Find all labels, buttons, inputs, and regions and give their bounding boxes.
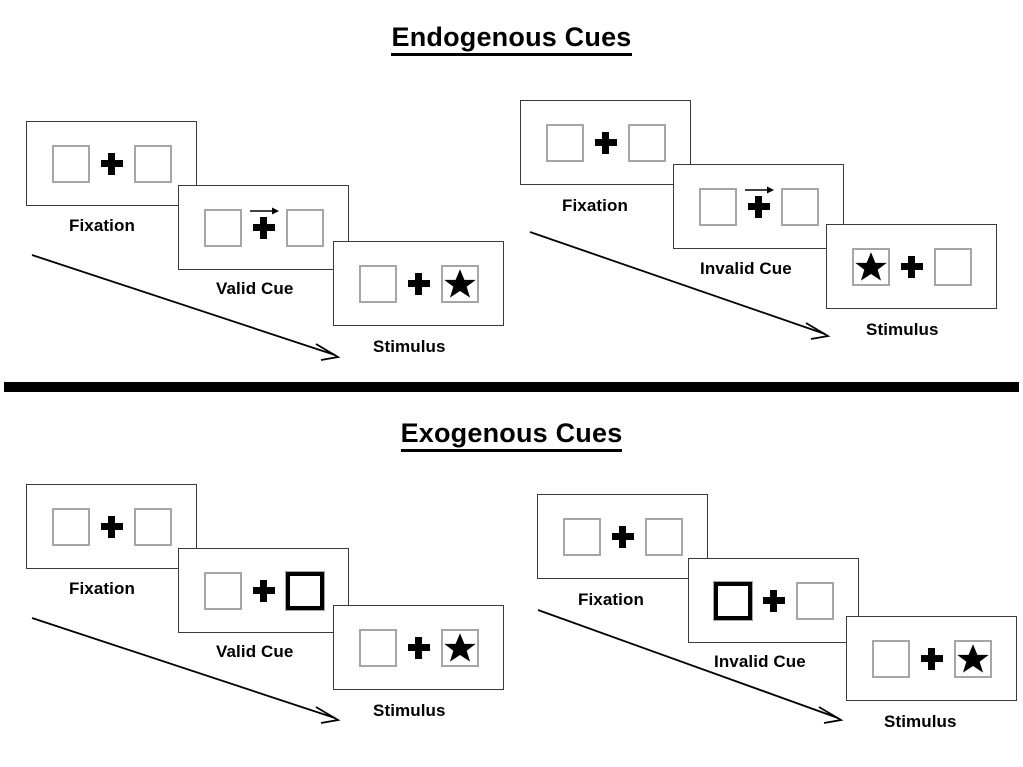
fixation-cross-wrap — [90, 141, 134, 187]
frame-content — [358, 261, 479, 307]
placeholder-box-right[interactable] — [627, 123, 666, 162]
placeholder-box-left[interactable] — [358, 628, 397, 667]
fixation-cross-wrap — [910, 636, 954, 682]
placeholder-box-left[interactable] — [712, 580, 753, 621]
section-divider — [4, 382, 1019, 392]
plus-icon — [407, 272, 430, 295]
fixation-cross-wrap — [397, 261, 441, 307]
placeholder-box-right[interactable] — [285, 208, 324, 247]
frame-content — [712, 578, 834, 624]
fixation-cross-wrap — [242, 205, 286, 251]
caption-endogenous-valid-cue: Valid Cue — [216, 279, 294, 298]
plus-icon — [252, 216, 275, 239]
placeholder-box-right[interactable] — [440, 264, 479, 303]
caption-endogenous-invalid-fixation: Fixation — [562, 196, 628, 215]
plus-icon — [594, 131, 617, 154]
frame-content — [51, 504, 172, 550]
star-icon — [443, 268, 476, 298]
star-icon — [956, 643, 989, 673]
placeholder-box-left[interactable] — [51, 144, 90, 183]
placeholder-box-left[interactable] — [358, 264, 397, 303]
frame-content — [203, 205, 324, 251]
arrow-right-icon — [744, 186, 774, 193]
fixation-cross-wrap — [601, 514, 645, 560]
frame-endogenous-valid-cue[interactable] — [178, 185, 349, 270]
placeholder-box-right[interactable] — [795, 581, 834, 620]
fixation-cross-wrap — [584, 120, 628, 166]
placeholder-box-left[interactable] — [203, 571, 242, 610]
caption-exogenous-invalid-fixation: Fixation — [578, 590, 644, 609]
section-title-endogenous: Endogenous Cues — [0, 22, 1023, 56]
caption-endogenous-invalid-cue: Invalid Cue — [700, 259, 792, 278]
placeholder-box-right[interactable] — [780, 187, 819, 226]
frame-exogenous-invalid-fixation[interactable] — [537, 494, 708, 579]
frame-content — [851, 244, 972, 290]
frame-endogenous-invalid-fixation[interactable] — [520, 100, 691, 185]
frame-exogenous-invalid-cue[interactable] — [688, 558, 859, 643]
plus-icon — [100, 515, 123, 538]
frame-endogenous-valid-stimulus[interactable] — [333, 241, 504, 326]
frame-content — [562, 514, 683, 560]
caption-exogenous-valid-stimulus: Stimulus — [373, 701, 446, 720]
caption-endogenous-valid-fixation: Fixation — [69, 216, 135, 235]
frame-content — [698, 184, 819, 230]
placeholder-box-left[interactable] — [203, 208, 242, 247]
plus-icon — [407, 636, 430, 659]
caption-endogenous-invalid-stimulus: Stimulus — [866, 320, 939, 339]
plus-icon — [611, 525, 634, 548]
frame-content — [545, 120, 666, 166]
frame-exogenous-valid-fixation[interactable] — [26, 484, 197, 569]
frame-content — [203, 568, 325, 614]
caption-exogenous-valid-fixation: Fixation — [69, 579, 135, 598]
frame-content — [51, 141, 172, 187]
placeholder-box-left[interactable] — [698, 187, 737, 226]
placeholder-box-left[interactable] — [871, 639, 910, 678]
placeholder-box-right[interactable] — [933, 247, 972, 286]
placeholder-box-right[interactable] — [284, 570, 325, 611]
fixation-cross-wrap — [890, 244, 934, 290]
frame-content — [358, 625, 479, 671]
fixation-cross-wrap — [90, 504, 134, 550]
plus-icon — [920, 647, 943, 670]
frame-endogenous-valid-fixation[interactable] — [26, 121, 197, 206]
placeholder-box-left[interactable] — [562, 517, 601, 556]
arrow-right-icon — [249, 207, 279, 214]
frame-exogenous-invalid-stimulus[interactable] — [846, 616, 1017, 701]
placeholder-box-right[interactable] — [133, 507, 172, 546]
placeholder-box-left[interactable] — [51, 507, 90, 546]
plus-icon — [762, 589, 785, 612]
placeholder-box-right[interactable] — [953, 639, 992, 678]
fixation-cross-wrap — [752, 578, 796, 624]
placeholder-box-right[interactable] — [440, 628, 479, 667]
caption-exogenous-valid-cue: Valid Cue — [216, 642, 294, 661]
fixation-cross-wrap — [397, 625, 441, 671]
frame-content — [871, 636, 992, 682]
frame-endogenous-invalid-cue[interactable] — [673, 164, 844, 249]
placeholder-box-right[interactable] — [644, 517, 683, 556]
plus-icon — [100, 152, 123, 175]
placeholder-box-left[interactable] — [851, 247, 890, 286]
fixation-cross-wrap — [242, 568, 286, 614]
frame-exogenous-valid-stimulus[interactable] — [333, 605, 504, 690]
plus-icon — [252, 579, 275, 602]
placeholder-box-right[interactable] — [133, 144, 172, 183]
frame-endogenous-invalid-stimulus[interactable] — [826, 224, 997, 309]
caption-endogenous-valid-stimulus: Stimulus — [373, 337, 446, 356]
star-icon — [443, 632, 476, 662]
plus-icon — [900, 255, 923, 278]
section-title-endogenous-text: Endogenous Cues — [391, 22, 632, 56]
section-title-exogenous-text: Exogenous Cues — [400, 418, 623, 452]
fixation-cross-wrap — [737, 184, 781, 230]
star-icon — [854, 251, 887, 281]
plus-icon — [747, 195, 770, 218]
placeholder-box-left[interactable] — [545, 123, 584, 162]
caption-exogenous-invalid-stimulus: Stimulus — [884, 712, 957, 731]
section-title-exogenous: Exogenous Cues — [0, 418, 1023, 452]
frame-exogenous-valid-cue[interactable] — [178, 548, 349, 633]
caption-exogenous-invalid-cue: Invalid Cue — [714, 652, 806, 671]
